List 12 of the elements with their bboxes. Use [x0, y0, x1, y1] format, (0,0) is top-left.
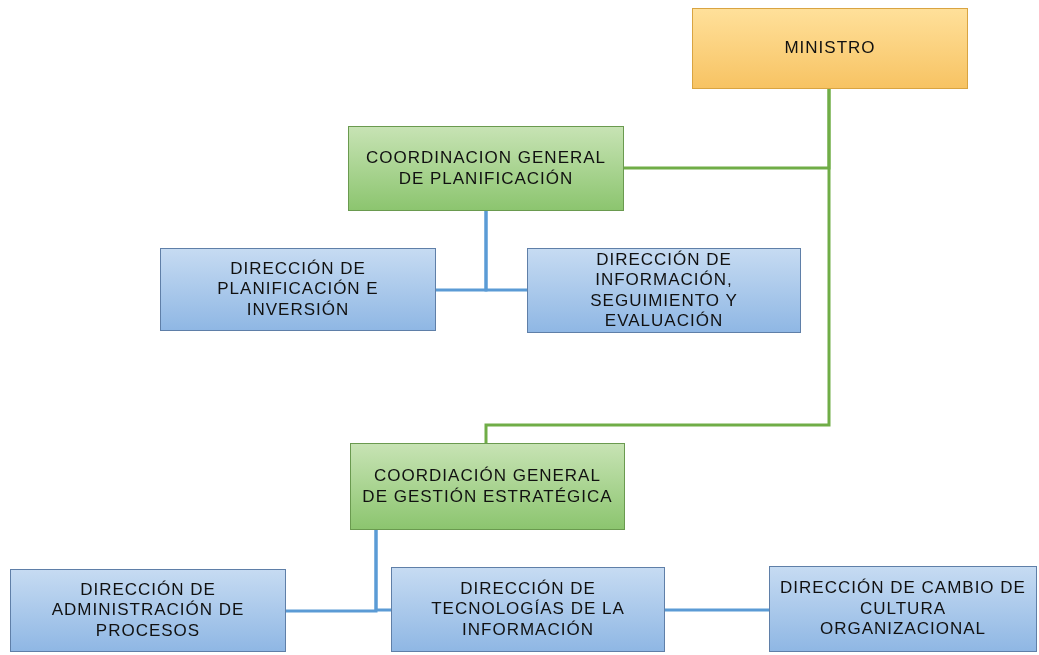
coordination-box: COORDINACION GENERAL DE PLANIFICACIÓN — [348, 126, 624, 211]
connector-line — [665, 608, 769, 612]
department-box: DIRECCIÓN DE INFORMACIÓN, SEGUIMIENTO Y EVALUACIÓN — [527, 248, 801, 333]
connector-line — [374, 530, 391, 612]
top-box: MINISTRO — [692, 8, 968, 89]
connector-line — [484, 211, 527, 292]
department-box: DIRECCIÓN DE TECNOLOGÍAS DE LA INFORMACIÓN — [391, 567, 665, 652]
coordination-box: COORDIACIÓN GENERAL DE GESTIÓN ESTRATÉGICA — [350, 443, 625, 530]
department-box: DIRECCIÓN DE PLANIFICACIÓN E INVERSIÓN — [160, 248, 436, 331]
department-box: DIRECCIÓN DE CAMBIO DE CULTURA ORGANIZACIONAL — [769, 566, 1037, 652]
connector-line — [484, 89, 831, 443]
department-box: DIRECCIÓN DE ADMINISTRACIÓN DE PROCESOS — [10, 569, 286, 652]
